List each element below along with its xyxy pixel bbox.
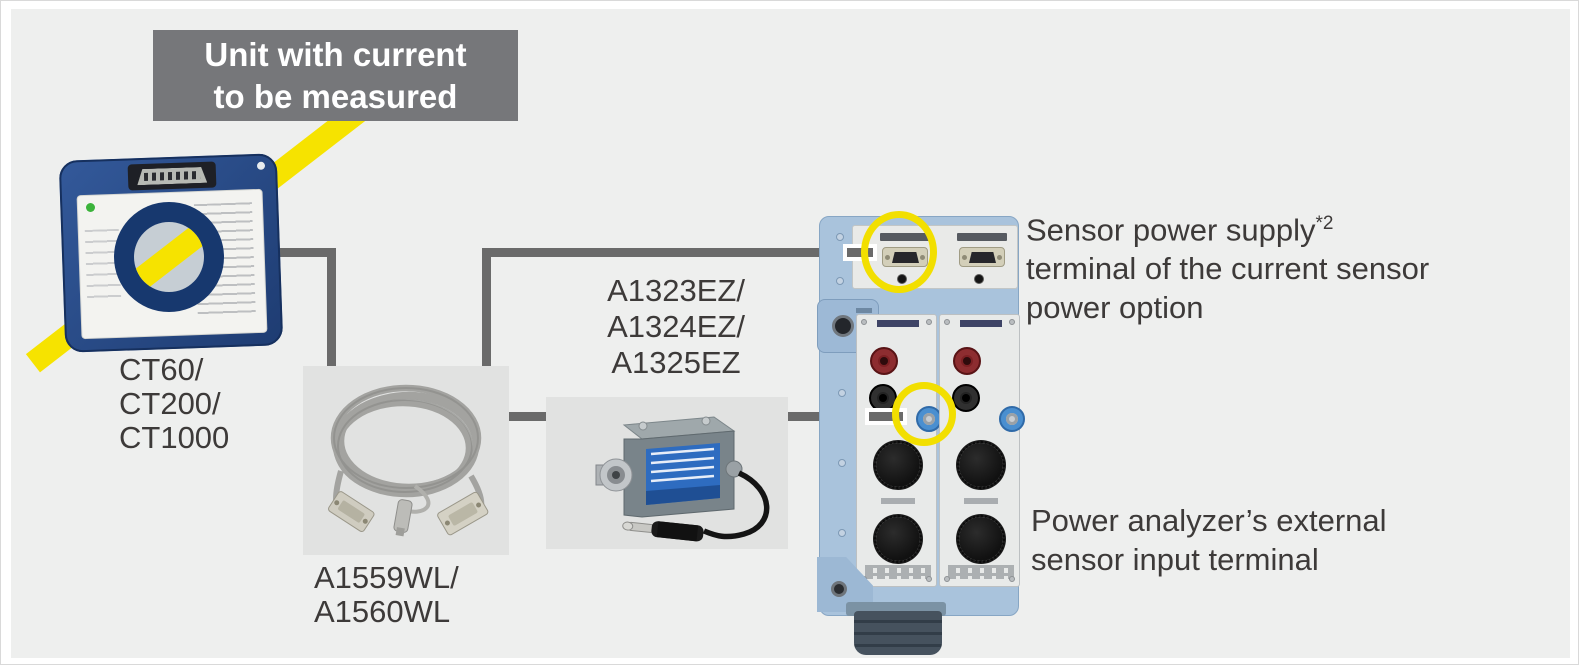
ct-model-line1: CT60/: [119, 352, 204, 387]
panel-connector-dot-2: [974, 274, 984, 284]
ct-mount-hole-top: [256, 161, 266, 170]
connection-line-cable-vertical: [482, 248, 491, 369]
adapter-banana-plug: [622, 521, 704, 542]
annotation-sensor-power-line3: power option: [1026, 290, 1204, 326]
ct-status-led: [86, 203, 95, 212]
connection-line-ct-vertical: [327, 248, 336, 369]
dsub-slot: [969, 252, 996, 263]
module-screw: [861, 319, 867, 325]
sensor-power-terminal-2: [959, 247, 1005, 267]
measured-unit-label-line2: to be measured: [213, 78, 458, 115]
chassis-screw: [838, 459, 846, 467]
dsub-screw: [962, 255, 967, 260]
ct-dsub-connector: [127, 161, 217, 191]
module-rating-print: [865, 565, 931, 579]
adapter-output-cable: [702, 470, 770, 540]
adapter-bnc-connector: [595, 458, 633, 492]
cable-model-line1: A1559WL/: [314, 560, 459, 595]
cable-dsub-right: [437, 491, 489, 536]
corner-screw: [831, 581, 847, 597]
analyzer-chassis: [817, 216, 1025, 616]
power-terminal-label-2: [957, 233, 1007, 241]
module-mid-label: [964, 498, 998, 504]
module-screw: [1009, 319, 1015, 325]
dsub-screw: [997, 255, 1002, 260]
power-analyzer-photo: [816, 213, 1025, 663]
bracket-label: [856, 308, 872, 313]
chassis-screw: [836, 277, 844, 285]
module-rating-print: [948, 565, 1014, 579]
current-binding-post-lower: [874, 515, 922, 563]
cable-dsub-left: [328, 491, 375, 533]
annotation-sensor-input-line2: sensor input terminal: [1031, 542, 1319, 577]
annotation-sensor-power-text: Sensor power supply: [1026, 212, 1316, 248]
adapter-illustration: [595, 416, 770, 542]
adapter-model-label: A1323EZ/ A1324EZ/ A1325EZ: [556, 273, 796, 381]
highlight-ring-sensor-input-terminal: [892, 382, 956, 446]
annotation-sensor-power: Sensor power supply*2 terminal of the cu…: [1026, 204, 1429, 327]
annotation-sensor-input: Power analyzer’s external sensor input t…: [1031, 501, 1387, 579]
analyzer-foot: [854, 611, 942, 655]
sensor-cable-photo: [303, 366, 509, 555]
side-connector: [832, 315, 854, 337]
cable-mid-connector: [393, 499, 413, 537]
current-conductor-through-hole: [134, 222, 204, 292]
chassis-screw: [838, 529, 846, 537]
ct-aperture-hole: [134, 222, 204, 292]
ct-model-line3: CT1000: [119, 420, 230, 455]
connection-line-ct-horizontal: [267, 248, 331, 257]
highlight-ring-sensor-power-terminal: [861, 211, 937, 293]
adapter-model-line1: A1323EZ/: [607, 273, 745, 308]
measured-unit-label-box: Unit with current to be measured: [153, 30, 518, 121]
red-terminal: [870, 347, 898, 375]
external-sensor-input-terminal: [999, 406, 1025, 432]
black-terminal: [952, 384, 980, 412]
connection-line-cable-to-adapter: [506, 412, 549, 421]
current-binding-post-lower: [957, 515, 1005, 563]
adapter-photo: [546, 397, 788, 549]
measured-unit-label-line1: Unit with current: [204, 36, 467, 73]
current-binding-post-upper: [874, 441, 922, 489]
element-module-2: [939, 314, 1025, 587]
current-binding-post-upper: [957, 441, 1005, 489]
module-screw: [944, 576, 950, 582]
module-screw: [926, 576, 932, 582]
annotation-sensor-power-line1: Sensor power supply*2: [1026, 204, 1429, 249]
ct-model-line2: CT200/: [119, 386, 221, 421]
red-terminal: [953, 347, 981, 375]
module-screw: [944, 319, 950, 325]
element-module-1: [856, 314, 942, 587]
ct-aperture-ring: [114, 202, 224, 312]
sensor-cable-illustration: [328, 384, 489, 537]
annotation-sensor-power-line2: terminal of the current sensor: [1026, 251, 1430, 287]
ct-sensor-photo: [56, 147, 288, 357]
module-mid-label: [881, 498, 915, 504]
footnote-marker: *2: [1315, 213, 1334, 234]
adapter-model-line2: A1324EZ/: [607, 309, 745, 344]
element-2-label: [960, 320, 1002, 327]
adapter-model-line3: A1325EZ: [611, 345, 741, 380]
chassis-screw: [836, 233, 844, 241]
annotation-sensor-input-line1: Power analyzer’s external: [1031, 503, 1387, 538]
module-screw: [1009, 576, 1015, 582]
cable-model-label: A1559WL/ A1560WL: [314, 561, 459, 629]
connection-line-to-power-terminal: [482, 248, 866, 257]
cable-model-line2: A1560WL: [314, 594, 451, 629]
ct-model-label: CT60/ CT200/ CT1000: [119, 353, 229, 455]
module-screw: [926, 319, 932, 325]
chassis-screw: [838, 389, 846, 397]
element-1-label: [877, 320, 919, 327]
